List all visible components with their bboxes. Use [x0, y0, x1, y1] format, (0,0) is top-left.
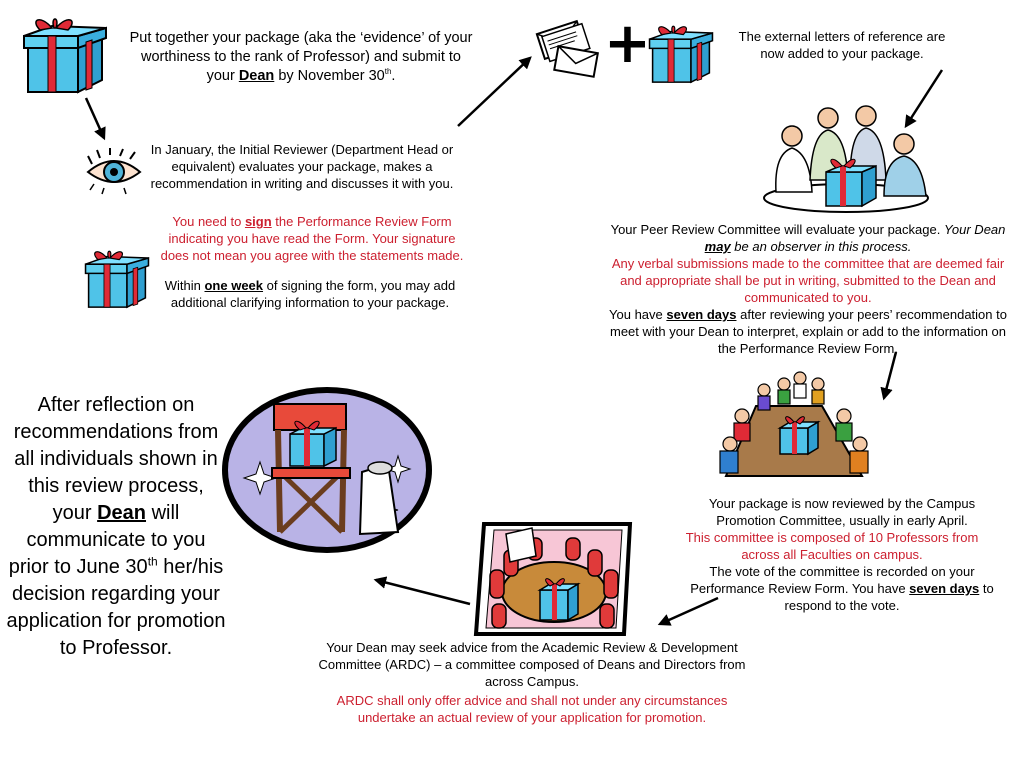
- step-peer-review: Your Peer Review Committee will evaluate…: [600, 221, 1016, 357]
- step-external-letters: The external letters of reference are no…: [738, 29, 946, 61]
- step-campus-committee: Your package is now reviewed by the Camp…: [674, 495, 1010, 614]
- director-chair-icon: [222, 387, 432, 553]
- eye-icon: [86, 148, 142, 195]
- step-sign-form: You need to sign the Performance Review …: [160, 214, 464, 263]
- gift-icon: [648, 25, 714, 84]
- gift-icon: [23, 18, 107, 94]
- step-submit: Put together your package (aka the ‘evid…: [129, 30, 473, 84]
- peer-review-note: Any verbal submissions made to the commi…: [611, 256, 1005, 305]
- campus-committee-note: This committee is composed of 10 Profess…: [685, 530, 979, 562]
- gift-icon: [84, 250, 150, 309]
- letters-icon: [535, 19, 599, 78]
- step-one-week: Within one week of signing the form, you…: [164, 278, 456, 310]
- step-ardc: Your Dean may seek advice from the Acade…: [312, 639, 752, 726]
- step-initial-review: In January, the Initial Reviewer (Depart…: [150, 142, 454, 191]
- step-final-decision: After reflection on recommendations from…: [6, 394, 226, 659]
- plus-icon: +: [604, 11, 651, 76]
- ardc-note: ARDC shall only offer advice and shall n…: [336, 693, 728, 725]
- boardroom-icon: [473, 522, 633, 636]
- people-icon: [763, 105, 929, 213]
- meeting-icon: [719, 371, 869, 477]
